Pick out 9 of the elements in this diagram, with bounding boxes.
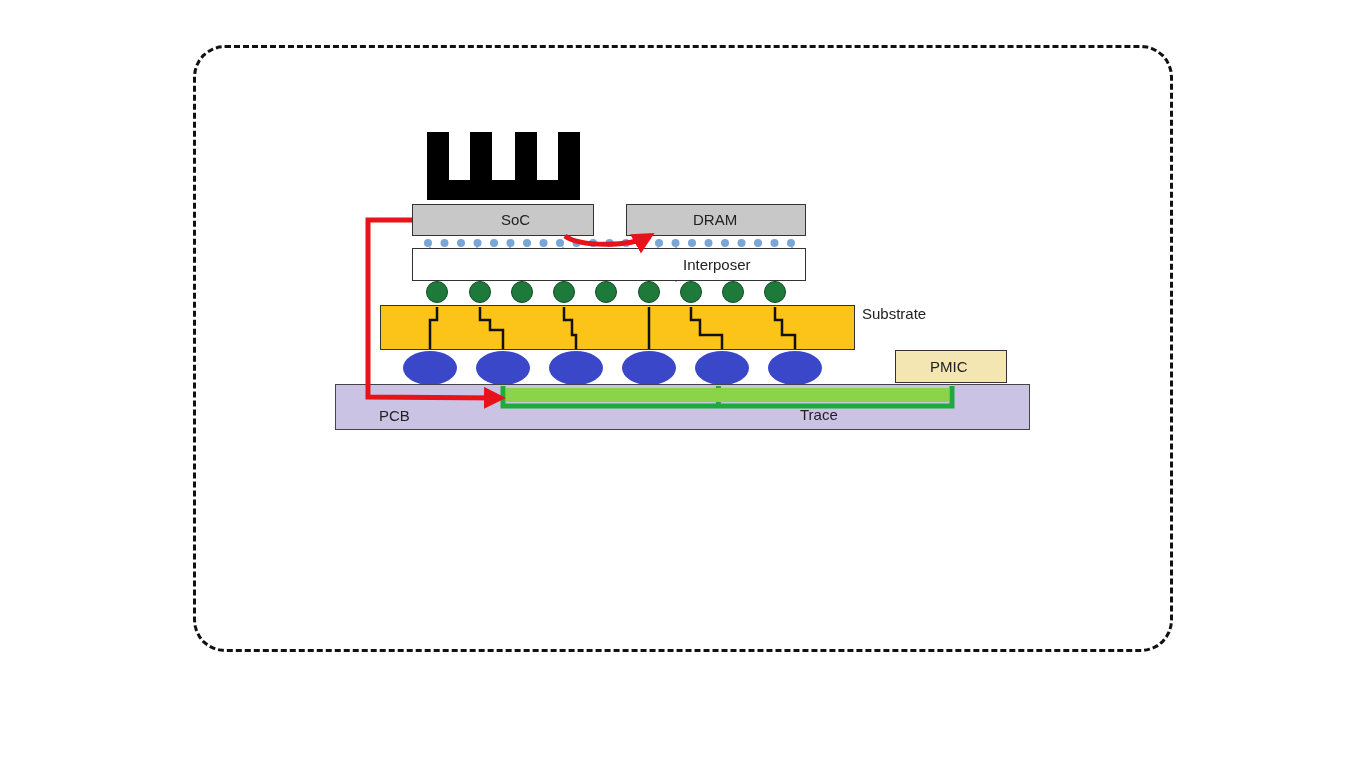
chip-label: SoC xyxy=(501,211,531,228)
chip-label: DRAM xyxy=(693,211,738,228)
arrow xyxy=(563,232,655,253)
layer-label: PCB xyxy=(379,407,410,424)
trace-label: Trace xyxy=(800,406,838,423)
layer-label: Substrate xyxy=(862,305,927,322)
arrow xyxy=(365,217,506,409)
layer-label: Interposer xyxy=(683,256,751,273)
chip-label: PMIC xyxy=(930,358,968,375)
